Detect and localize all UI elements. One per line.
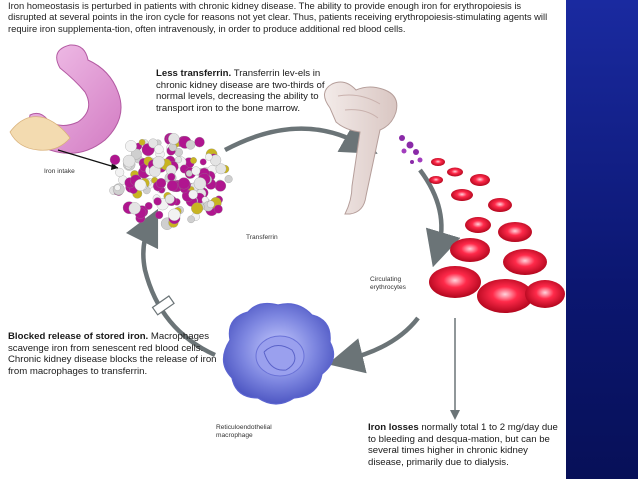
transferrin-molecule	[109, 132, 233, 230]
stomach-icon	[9, 44, 122, 170]
arrow-macrophage-to-transferrin	[125, 208, 216, 358]
macrophage-icon	[222, 302, 335, 405]
less-transferrin-body: Transferrin lev-els in chronic kidney di…	[156, 68, 325, 114]
reticuloendothelial-macrophage-label: Reticuloendothelial macrophage	[216, 424, 272, 440]
reticulo-line2: macrophage	[216, 432, 253, 439]
iron-loss-arrowhead	[450, 410, 460, 420]
blocked-bar-icon	[151, 295, 175, 316]
circulating-erythrocytes-label: Circulating erythrocytes	[370, 276, 406, 292]
intro-paragraph: Iron homeostasis is perturbed in patient…	[8, 0, 548, 34]
blocked-release-body: Macrophages scavenge iron from senescent…	[8, 331, 217, 377]
less-transferrin-callout: Less transferrin. Transferrin lev-els in…	[156, 68, 346, 114]
red-blood-cells	[429, 158, 565, 313]
bone-icon	[324, 81, 398, 215]
iron-losses-callout: Iron losses normally total 1 to 2 mg/day…	[368, 422, 564, 468]
iron-losses-body: normally total 1 to 2 mg/day due to blee…	[368, 422, 558, 468]
arrow-erythrocytes-to-macrophage	[327, 316, 420, 374]
arrow-transferrin-to-bone	[223, 120, 378, 154]
circulating-line1: Circulating	[370, 276, 402, 283]
reticulo-line1: Reticuloendothelial	[216, 424, 272, 431]
circulating-line2: erythrocytes	[370, 284, 406, 291]
less-transferrin-heading: Less transferrin.	[156, 68, 232, 79]
iron-intake-label: Iron intake	[44, 168, 75, 175]
cycle-arrows	[125, 120, 461, 420]
arrow-bone-to-erythrocytes	[418, 168, 461, 268]
blocked-release-callout: Blocked release of stored iron. Macropha…	[8, 331, 218, 377]
iron-losses-heading: Iron losses	[368, 422, 419, 433]
iron-particles	[399, 135, 423, 164]
transferrin-label: Transferrin	[246, 234, 278, 241]
blue-side-strip	[566, 0, 638, 479]
blocked-release-heading: Blocked release of stored iron.	[8, 331, 149, 342]
